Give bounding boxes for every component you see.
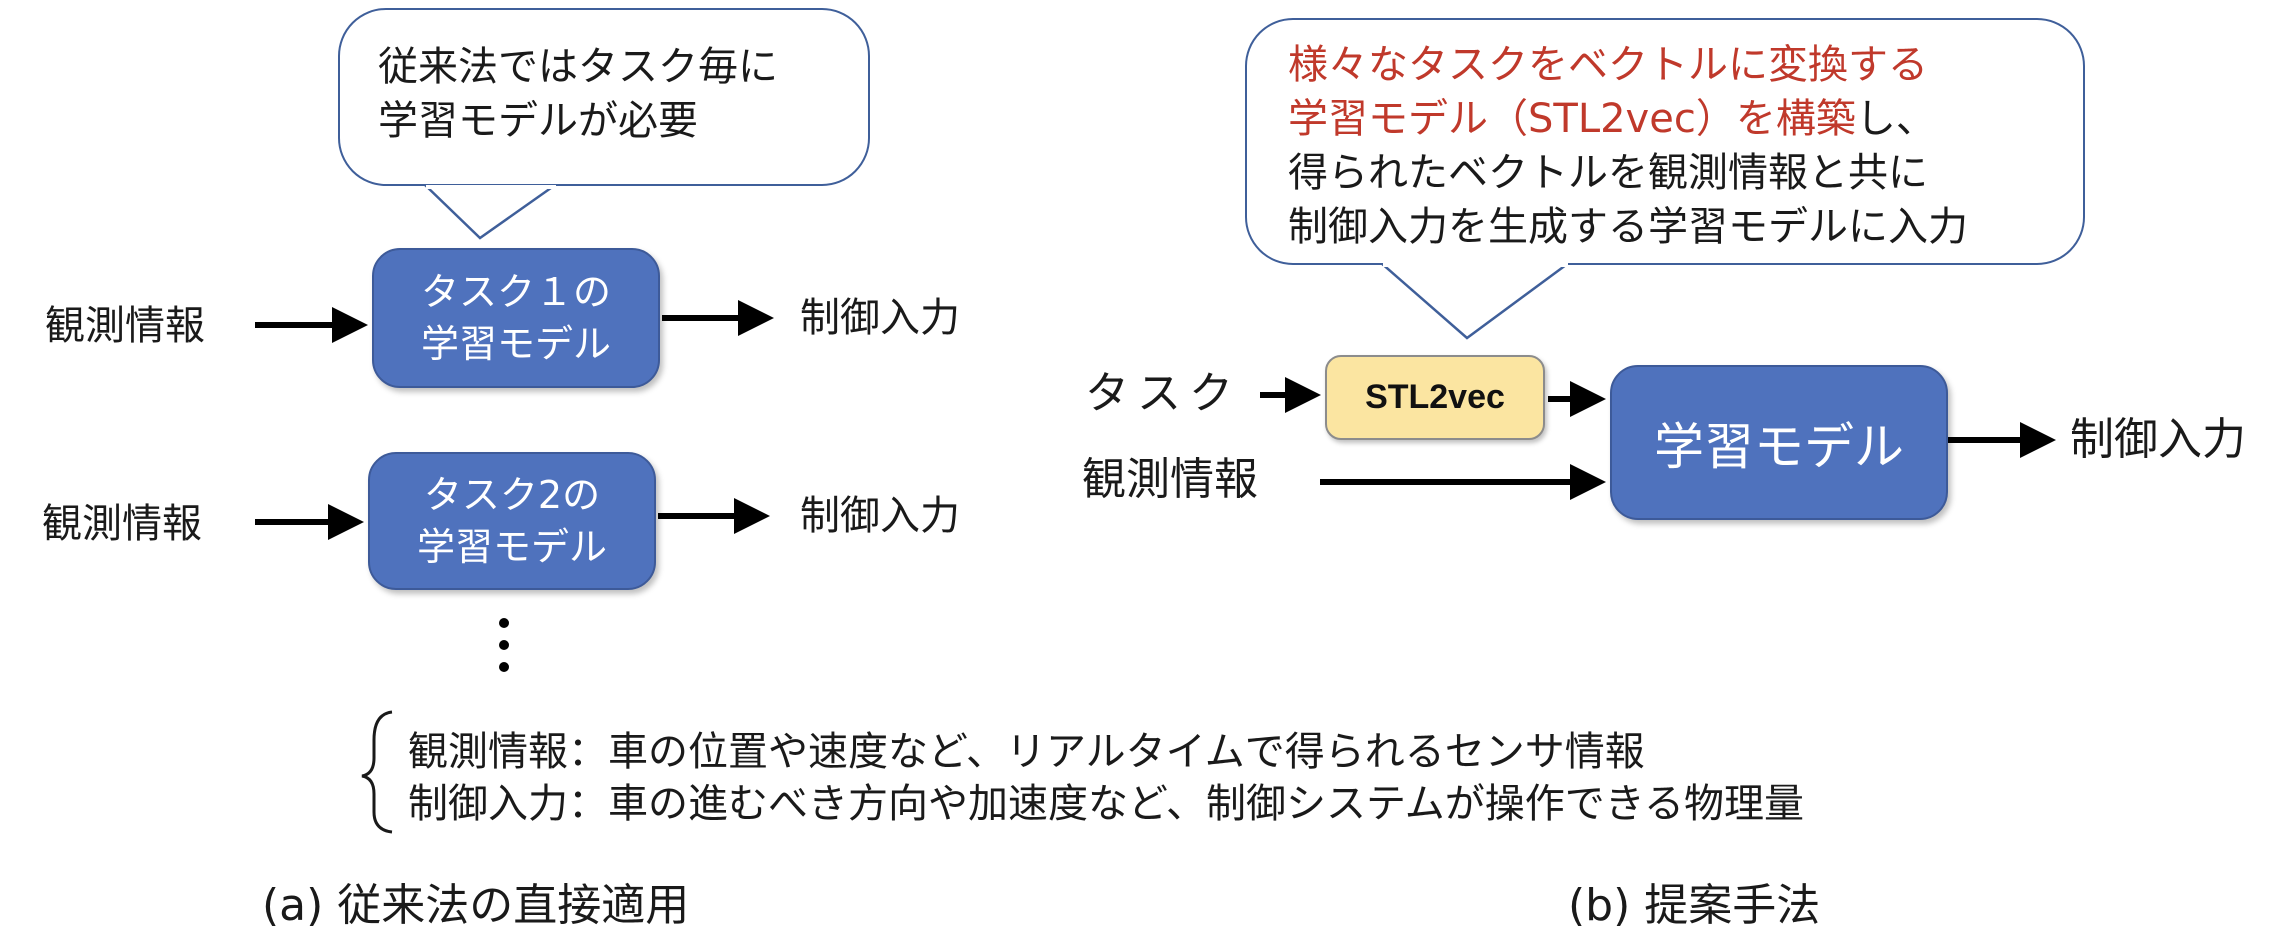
definitions-brace [361,710,393,834]
learning-model-box: 学習モデル [1610,365,1948,520]
callout-b-tail [1379,260,1571,340]
callout-a-text: 従来法ではタスク毎に 学習モデルが必要 [378,40,778,148]
callout-b-line-2-rest: し、 [1855,96,1936,142]
task1-model-line-2: 学習モデル [420,322,611,366]
task2-model-line-1: タスク2の [423,473,601,517]
callout-a-line-1: 従来法ではタスク毎に [378,44,778,90]
callout-b-text: 様々なタスクをベクトルに変換する 学習モデル（STL2vec）を構築し、 得られ… [1288,38,1968,254]
vertical-ellipsis [496,618,512,674]
task2-model-box: タスク2の 学習モデル [368,452,656,590]
task1-model-box: タスク１の 学習モデル [372,248,660,388]
obs-label-b: 観測情報 [1082,454,1258,505]
task-label: タスク [1085,368,1241,419]
callout-b-line-2-highlight: 学習モデル（STL2vec）を構築 [1288,96,1856,142]
learning-model-label: 学習モデル [1654,417,1904,476]
output-label-b: 制御入力 [2070,414,2246,465]
callout-b-line-2: 学習モデル（STL2vec）を構築し、 [1288,92,1968,146]
callout-b-line-3: 得られたベクトルを観測情報と共に [1288,150,1928,196]
callout-a-tail [422,181,559,240]
caption-a: (a) 従来法の直接適用 [262,880,690,931]
task1-model-line-1: タスク１の [420,270,611,314]
callout-b-line-4: 制御入力を生成する学習モデルに入力 [1288,204,1968,250]
output-label-row2: 制御入力 [800,493,960,539]
definition-observation: 観測情報：車の位置や速度など、リアルタイムで得られるセンサ情報 [408,729,1645,775]
stl2vec-box: STL2vec [1325,355,1545,440]
callout-a [338,8,870,186]
output-label-row1: 制御入力 [800,295,960,341]
obs-label-row1: 観測情報 [45,303,205,349]
task2-model-line-2: 学習モデル [416,525,607,569]
callout-a-line-2: 学習モデルが必要 [378,98,698,144]
callout-b-line-1: 様々なタスクをベクトルに変換する [1288,42,1928,88]
caption-b: (b) 提案手法 [1568,880,1821,931]
definition-control: 制御入力：車の進むべき方向や加速度など、制御システムが操作できる物理量 [408,781,1804,827]
obs-label-row2: 観測情報 [42,501,202,547]
callout-b [1245,18,2085,265]
